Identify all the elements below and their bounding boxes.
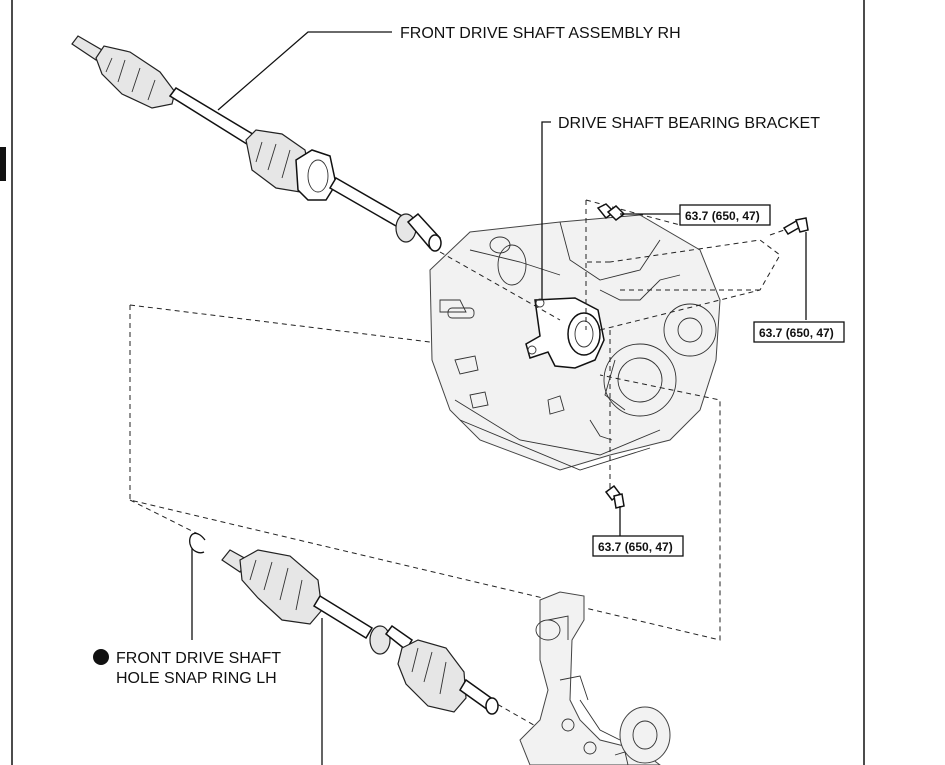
leader-bearing-bracket [541, 121, 551, 300]
drive-shaft-bearing-bracket [525, 297, 605, 369]
label-front-drive-shaft-rh: FRONT DRIVE SHAFT ASSEMBLY RH [400, 25, 681, 42]
front-drive-shaft-lh [221, 549, 499, 715]
page-edge-tab [0, 147, 6, 181]
torque-box-top: 63.7 (650, 47) [679, 204, 771, 226]
label-snap-ring-line1: FRONT DRIVE SHAFT [116, 650, 281, 667]
snap-ring [189, 532, 206, 554]
torque-value-right: 63.7 (650, 47) [759, 326, 834, 340]
torque-value-bottom: 63.7 (650, 47) [598, 540, 673, 554]
leader-front-drive-shaft-rh [217, 31, 392, 111]
torque-box-bottom: 63.7 (650, 47) [592, 535, 684, 557]
torque-value-top: 63.7 (650, 47) [685, 209, 760, 223]
bolt-bottom [604, 484, 625, 509]
torque-box-right: 63.7 (650, 47) [753, 321, 845, 343]
filled-circle-icon [93, 649, 109, 665]
label-bearing-bracket: DRIVE SHAFT BEARING BRACKET [558, 115, 820, 132]
assembly-dashed-lines [129, 199, 791, 741]
front-drive-shaft-rh [71, 35, 442, 252]
steering-knuckle [519, 591, 671, 765]
bolt-right [782, 217, 809, 235]
label-snap-ring-line2: HOLE SNAP RING LH [116, 670, 277, 687]
